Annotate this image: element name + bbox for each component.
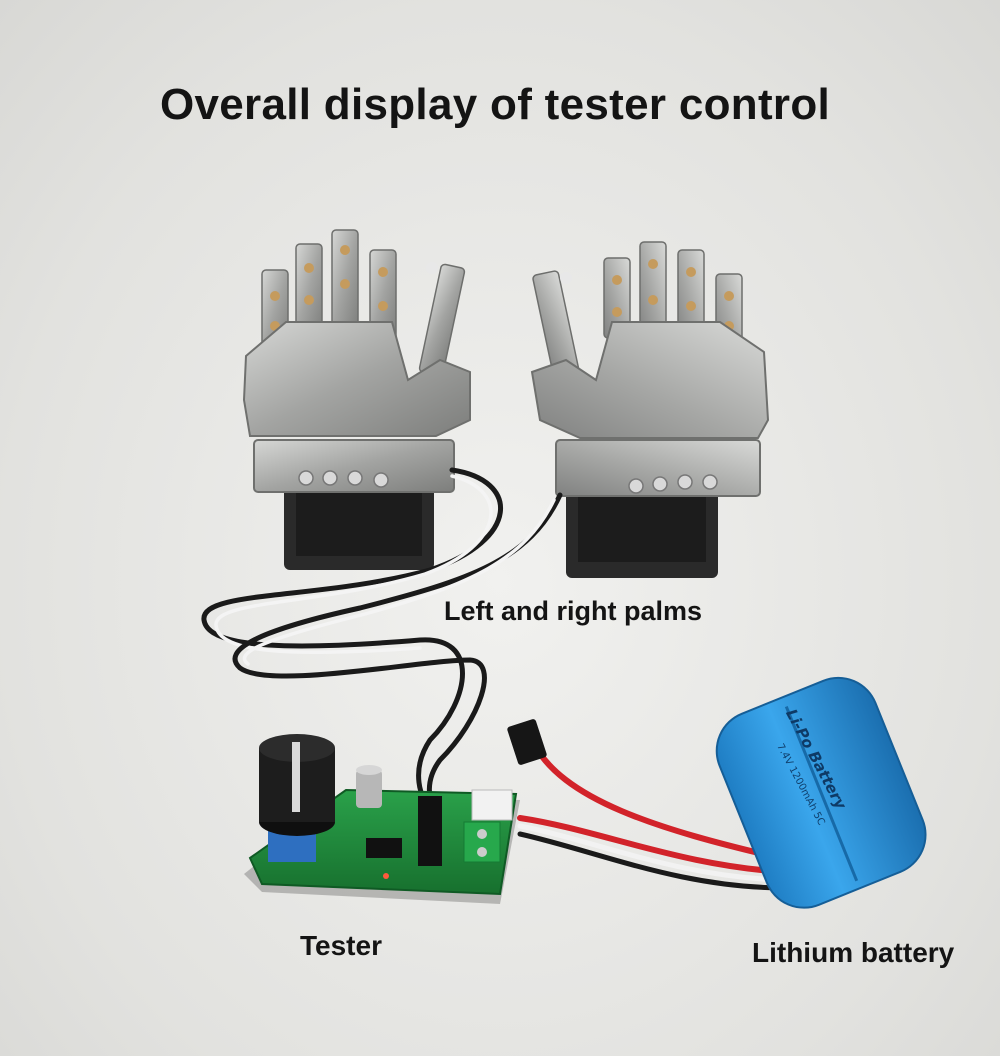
tester-board <box>244 734 520 904</box>
page-title: Overall display of tester control <box>159 80 831 129</box>
right-robotic-hand <box>530 241 770 578</box>
label-tester: Tester <box>300 930 382 961</box>
label-left-right-palms: Left and right palms <box>444 596 703 626</box>
lithium-battery-pack <box>715 676 927 909</box>
battery-cable <box>507 719 789 891</box>
label-lithium-battery: Lithium battery <box>752 937 955 968</box>
left-robotic-hand <box>242 229 471 570</box>
servo-cables <box>201 467 563 815</box>
